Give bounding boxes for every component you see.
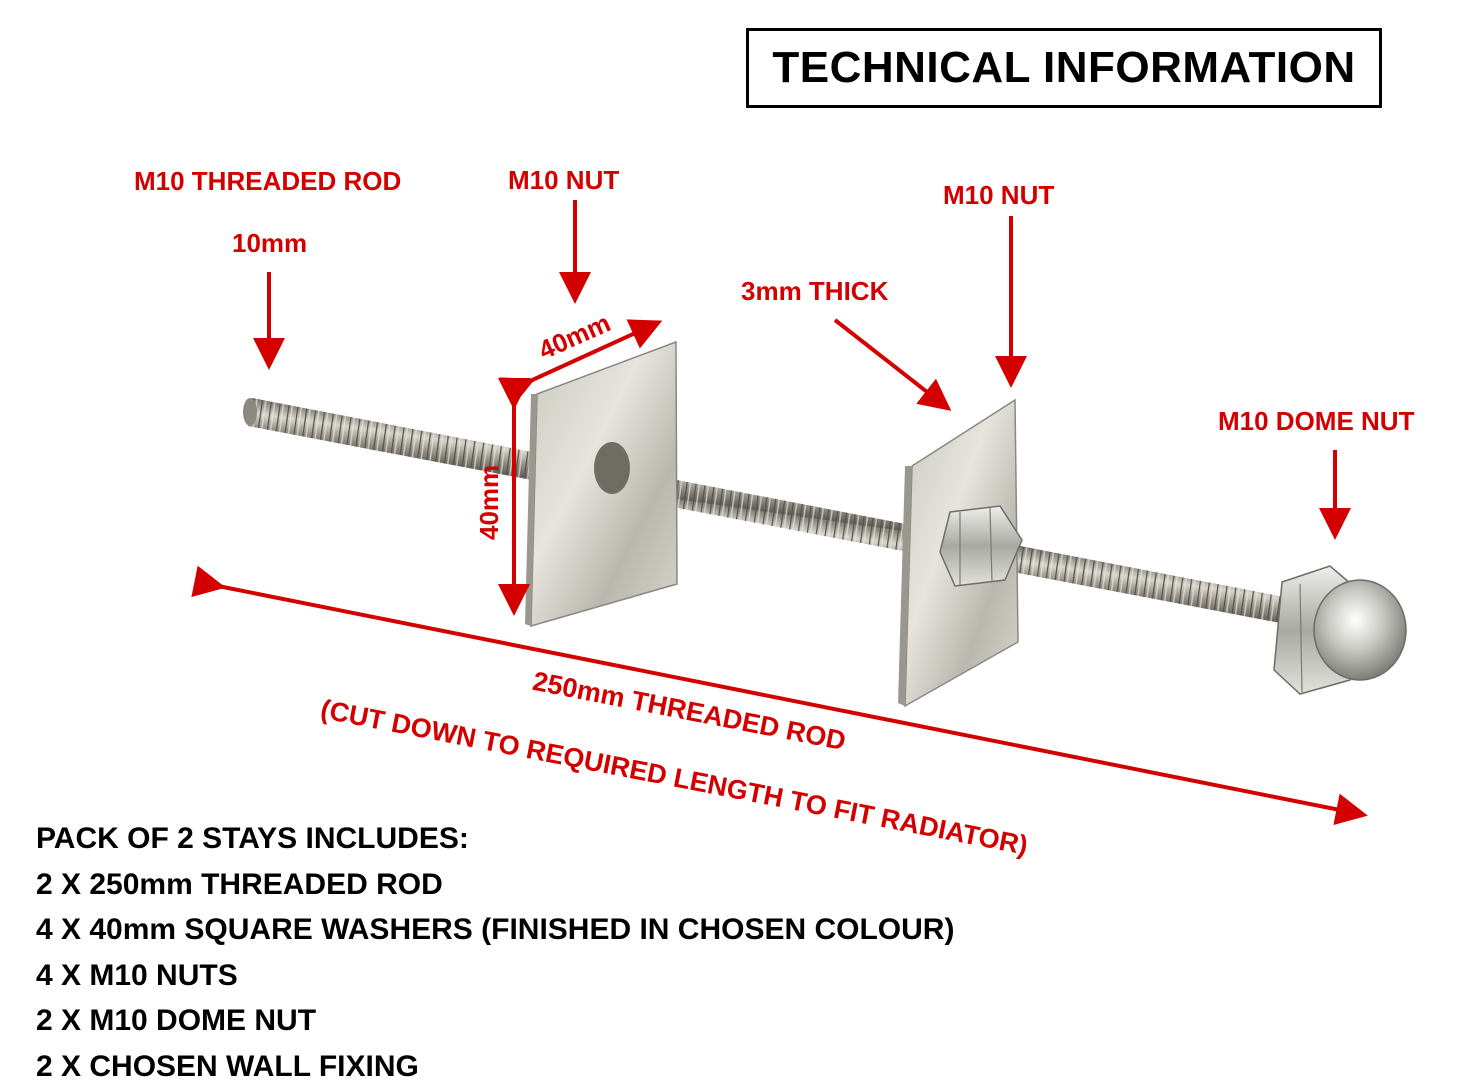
contents-item: 2 X CHOSEN WALL FIXING bbox=[36, 1049, 419, 1083]
m10-nut-left bbox=[594, 442, 630, 494]
pack-contents: PACK OF 2 STAYS INCLUDES: 2 X 250mm THRE… bbox=[36, 816, 954, 1089]
label-rod-diameter: 10mm bbox=[232, 228, 308, 258]
title-box: TECHNICAL INFORMATION bbox=[746, 28, 1382, 108]
arrow-rod-length bbox=[191, 565, 1368, 825]
label-dome-nut: M10 DOME NUT bbox=[1218, 406, 1415, 436]
threaded-rod bbox=[243, 398, 1300, 626]
contents-heading: PACK OF 2 STAYS INCLUDES: bbox=[36, 822, 469, 855]
contents-item: 2 X 250mm THREADED ROD bbox=[36, 867, 443, 901]
arrow-washer-width bbox=[499, 319, 663, 407]
contents-item: 4 X M10 NUTS bbox=[36, 958, 238, 992]
label-thickness: 3mm THICK bbox=[741, 276, 889, 306]
page-title: TECHNICAL INFORMATION bbox=[772, 43, 1356, 92]
m10-dome-nut bbox=[1273, 565, 1407, 695]
label-nut-right: M10 NUT bbox=[943, 180, 1055, 210]
label-washer-height: 40mm bbox=[474, 464, 504, 540]
arrow-thickness bbox=[833, 318, 952, 411]
label-threaded-rod: M10 THREADED ROD bbox=[134, 166, 402, 196]
contents-item: 2 X M10 DOME NUT bbox=[36, 1004, 317, 1037]
label-nut-left: M10 NUT bbox=[508, 165, 620, 195]
annotation-arrows bbox=[191, 200, 1368, 825]
contents-item: 4 X 40mm SQUARE WASHERS (FINISHED IN CHO… bbox=[36, 913, 955, 946]
